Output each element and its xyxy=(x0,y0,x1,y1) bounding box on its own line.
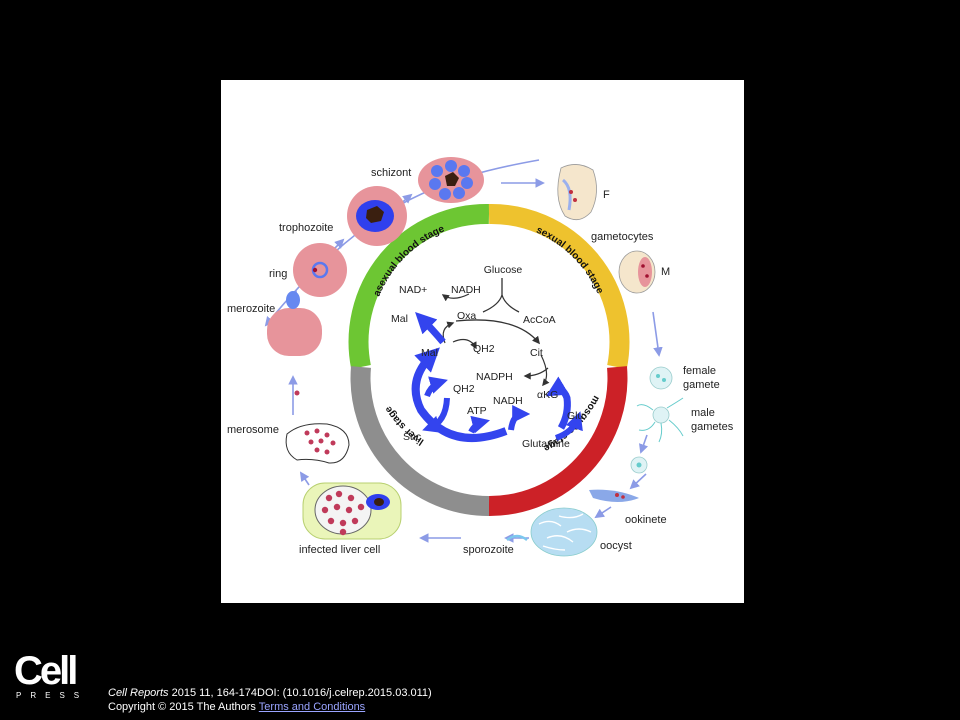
flux-arrow-glutamine-to-glu xyxy=(554,411,583,441)
flux-arrow-glu-to-akg xyxy=(545,376,571,430)
label-sporozoite: sporozoite xyxy=(463,544,514,556)
flux-arrow-to-qh2 xyxy=(424,376,448,398)
glucose-branch-line xyxy=(482,278,503,313)
figure-panel: asexual blood stage sexual blood stage m… xyxy=(221,80,744,603)
female-gametocyte xyxy=(557,164,597,221)
nad-nadh-arrow xyxy=(441,293,470,302)
metabolite-mal-top: Mal xyxy=(391,313,408,325)
released-merozoite xyxy=(294,390,300,396)
arrow-zygote-to-ookinete xyxy=(629,473,647,490)
sporozoite xyxy=(506,534,528,542)
cell-press-logo: Cell PRESS xyxy=(14,649,80,705)
metabolite-nadh-bottom: NADH xyxy=(493,395,523,407)
male-gametes xyxy=(636,397,684,443)
infected-liver-cell xyxy=(302,482,402,540)
metabolite-nadph: NADPH xyxy=(476,371,513,383)
metabolite-atp: ATP xyxy=(467,405,487,417)
arrow-liver-to-merosome xyxy=(299,471,310,486)
flux-arrow-to-atp xyxy=(468,415,490,434)
label-merosome: merosome xyxy=(227,424,279,436)
logo-wordmark: Cell xyxy=(14,649,78,693)
ring-cell xyxy=(293,243,347,297)
female-gamete xyxy=(649,366,673,390)
cit-to-akg-arrow xyxy=(540,354,550,387)
metabolite-mal-mid: Mal xyxy=(421,347,438,359)
terms-link[interactable]: Terms and Conditions xyxy=(258,701,366,713)
metabolite-glutamine: Glutamine xyxy=(522,438,570,450)
flux-arrow-to-nadh xyxy=(508,405,531,431)
label-schizont: schizont xyxy=(371,167,411,179)
metabolic-pathway: Glucose NAD+ NADH Oxa AcCoA Mal Mal QH2 … xyxy=(391,264,584,450)
oocyst xyxy=(530,507,598,557)
label-male-gametes-2: gametes xyxy=(691,421,734,433)
citation-line: Cell Reports 2015 11, 164-174DOI: (10.10… xyxy=(108,686,432,700)
citation-block: Cell Reports 2015 11, 164-174DOI: (10.10… xyxy=(108,686,432,714)
metabolite-qh2-bottom: QH2 xyxy=(453,383,475,395)
label-m: M xyxy=(661,266,670,278)
lifecycle-diagram: asexual blood stage sexual blood stage m… xyxy=(227,157,734,557)
label-male-gametes-1: male xyxy=(691,407,715,419)
ring-segment-liver xyxy=(350,366,490,517)
merozoite-cell xyxy=(267,291,322,356)
citation-details: 2015 11, 164-174DOI: (10.1016/j.celrep.2… xyxy=(168,687,432,699)
metabolite-glu: Glu xyxy=(567,410,584,422)
ring-segment-sexual xyxy=(488,203,630,369)
label-ookinete: ookinete xyxy=(625,514,667,526)
ring-segment-asexual xyxy=(348,203,490,369)
arrow-sexual-to-mosquito xyxy=(652,311,663,357)
arrow-ookinete-to-oocyst xyxy=(594,506,612,519)
label-infected-liver-cell: infected liver cell xyxy=(299,544,380,556)
metabolite-qh2-top: QH2 xyxy=(473,343,495,355)
nadph-arrow xyxy=(523,367,549,380)
metabolite-nad-plus: NAD+ xyxy=(399,284,427,296)
metabolite-alpha-kg: αKG xyxy=(537,389,558,401)
tca-oxa-to-cit-arrow xyxy=(455,319,540,345)
flux-arrow-to-suc xyxy=(422,397,450,433)
trophozoite-cell xyxy=(347,186,407,246)
label-trophozoite: trophozoite xyxy=(279,222,333,234)
arrow-gamete-to-zygote xyxy=(639,434,649,454)
label-female-gamete-1: female xyxy=(683,365,716,377)
label-f: F xyxy=(603,189,610,201)
glucose-to-accoa-line xyxy=(501,294,520,313)
logo-subtitle: PRESS xyxy=(16,691,89,700)
metabolite-accoa: AcCoA xyxy=(523,314,556,326)
metabolite-suc: Suc xyxy=(403,431,421,443)
flux-arrow-mal-upper xyxy=(415,312,446,345)
flux-arrow-big-loop xyxy=(411,347,508,442)
metabolite-glucose: Glucose xyxy=(484,264,523,276)
schizont-cell xyxy=(418,157,484,203)
label-ring: ring xyxy=(269,268,287,280)
zygote xyxy=(630,456,648,474)
metabolite-oxa: Oxa xyxy=(457,310,476,322)
label-oocyst: oocyst xyxy=(600,540,632,552)
ring-segment-mosquito xyxy=(488,366,628,517)
merosome xyxy=(285,423,350,464)
metabolite-cit: Cit xyxy=(530,347,543,359)
label-gametocytes: gametocytes xyxy=(591,231,654,243)
qh2-top-arrow xyxy=(452,338,477,350)
label-merozoite: merozoite xyxy=(227,303,275,315)
copyright-text: Copyright © 2015 The Authors xyxy=(108,701,259,713)
copyright-line: Copyright © 2015 The Authors Terms and C… xyxy=(108,700,432,714)
journal-name: Cell Reports xyxy=(108,687,169,699)
ookinete xyxy=(589,489,639,502)
label-female-gamete-2: gamete xyxy=(683,379,720,391)
male-gametocyte xyxy=(618,250,656,294)
metabolite-nadh-top: NADH xyxy=(451,284,481,296)
